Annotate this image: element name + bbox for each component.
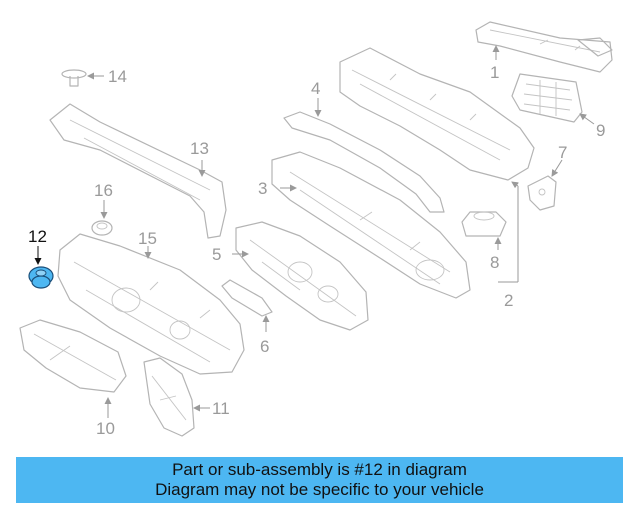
part-15-dash-insulator: [57, 233, 245, 375]
callout-4: 4: [311, 79, 320, 98]
part-7-bracket: [527, 175, 557, 211]
info-banner: Part or sub-assembly is #12 in diagram D…: [16, 457, 623, 503]
callout-14: 14: [108, 67, 127, 86]
callout-labels: 1 2 3 4 5 6 7 8 9 10 11 12 13 14 15 16: [28, 63, 605, 438]
banner-line-part: Part or sub-assembly is #12 in diagram: [172, 460, 467, 479]
part-5-insulator: [235, 221, 369, 331]
callout-10: 10: [96, 419, 115, 438]
leader-lines: [34, 45, 595, 418]
callout-11: 11: [212, 399, 230, 418]
part-8-mount: [461, 211, 507, 237]
callout-15: 15: [138, 229, 157, 248]
part-4-upper-cowl: [283, 47, 535, 213]
part-13-crossmember: [49, 103, 227, 239]
part-6-strip: [221, 279, 273, 317]
callout-2: 2: [504, 291, 513, 310]
part-10-lower-insulator: [19, 319, 127, 393]
callout-7: 7: [558, 143, 567, 162]
part-14-clip: [61, 69, 87, 87]
callout-8: 8: [490, 253, 499, 272]
callout-3: 3: [258, 179, 267, 198]
callout-5: 5: [212, 245, 221, 264]
callout-13: 13: [190, 139, 209, 158]
banner-line-disclaimer: Diagram may not be specific to your vehi…: [155, 480, 484, 499]
part-9-vent-grille: [511, 73, 583, 123]
callout-12: 12: [28, 227, 47, 246]
callout-6: 6: [260, 337, 269, 356]
parts-diagram: 1 2 3 4 5 6 7 8 9 10 11 12 13 14 15 16: [19, 21, 613, 438]
callout-16: 16: [94, 181, 113, 200]
part-16-plug: [91, 220, 113, 236]
part-11-side-insulator: [143, 357, 195, 437]
part-3-dash-panel: [271, 151, 471, 299]
callout-9: 9: [596, 121, 605, 140]
part-1-cowl-panel: [475, 21, 613, 73]
callout-1: 1: [490, 63, 499, 82]
part-12-clip: [28, 266, 54, 289]
